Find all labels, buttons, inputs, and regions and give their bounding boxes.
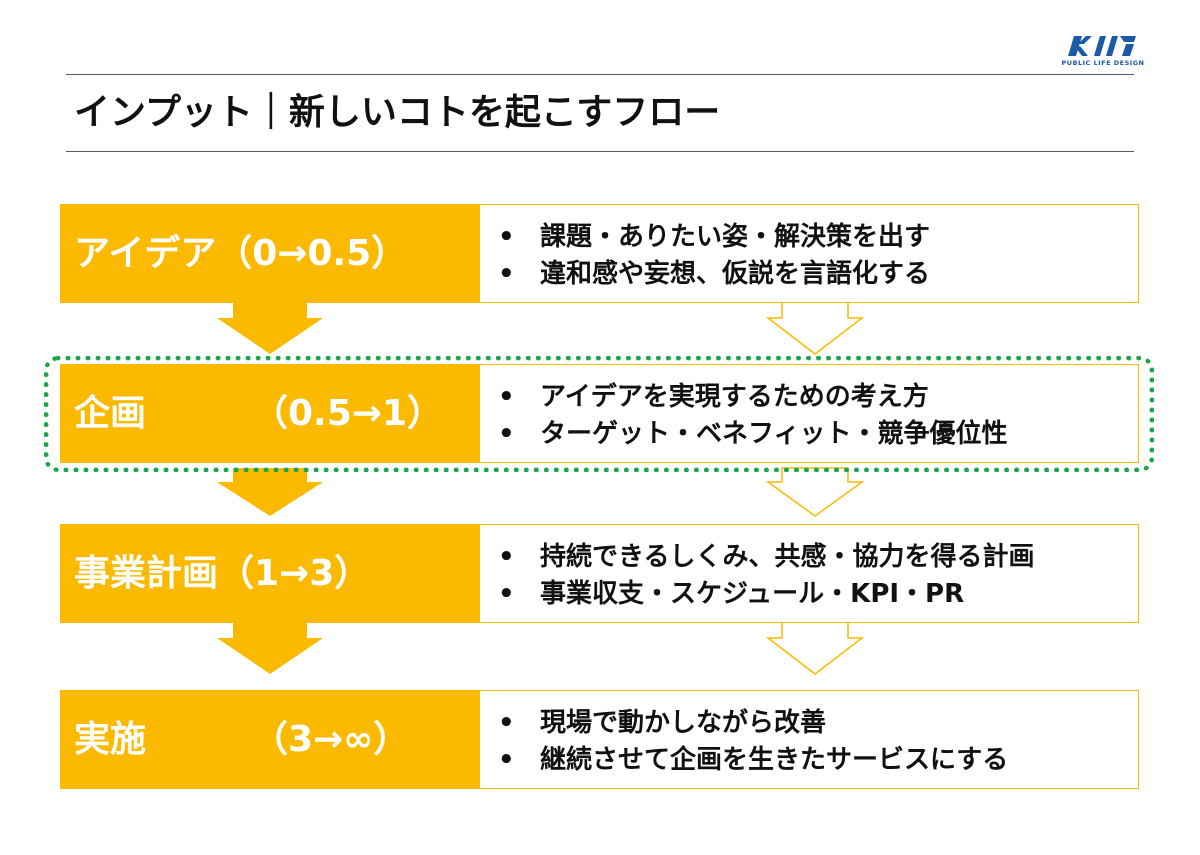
list-item-text: 現場で動かしながら改善 (540, 708, 827, 738)
list-item: • 現場で動かしながら改善 (498, 705, 1008, 742)
stage-label: アイデア（0→0.5） (74, 233, 408, 274)
outline-down-arrow-icon (765, 467, 865, 517)
stage-name: 実施 (74, 719, 147, 760)
bullet-dot: • (498, 259, 515, 289)
highlight-frame (44, 356, 1154, 472)
logo: PUBLIC LIFE DESIGN (1058, 34, 1148, 70)
bullet-dot: • (498, 542, 515, 572)
stage-range: （3→∞） (252, 719, 410, 760)
list-item-text: 事業収支・スケジュール・KPI・PR (540, 579, 965, 609)
top-rule (66, 74, 1134, 75)
stage-idea: アイデア（0→0.5） • 課題・ありたい姿・解決策を出す • 違和感や妄想、仮説を… (60, 204, 1140, 303)
bullet-list: • 課題・ありたい姿・解決策を出す • 違和感や妄想、仮説を言語化する (498, 219, 930, 293)
logo-mark-icon (1068, 36, 1136, 56)
stage-label-box: アイデア（0→0.5） (60, 204, 480, 303)
solid-down-arrow-icon (217, 302, 323, 354)
bullet-dot: • (498, 745, 515, 775)
list-item-text: アイデアを実現するための考え方 (540, 382, 929, 412)
list-item-text: 継続させて企画を生きたサービスにする (540, 745, 1009, 775)
stage-implementation: 実施 （3→∞） • 現場で動かしながら改善 • 継続させて企画を生きたサービスにす… (60, 690, 1140, 789)
stage-label: 事業計画（1→3） (74, 553, 371, 594)
bullet-list: • アイデアを実現するための考え方 • ターゲット・ベネフィット・競争優位性 (498, 379, 1007, 453)
stage-label-box: 企画 （0.5→1） (60, 364, 480, 463)
solid-down-arrow-icon (217, 622, 323, 674)
stage-planning: 企画 （0.5→1） • アイデアを実現するための考え方 • ターゲット・ベネフィッ… (60, 364, 1140, 463)
bullet-dot: • (498, 382, 515, 412)
outline-down-arrow-icon (765, 621, 865, 675)
bullet-dot: • (498, 419, 515, 449)
outline-down-arrow-icon (765, 301, 865, 355)
list-item: • 違和感や妄想、仮説を言語化する (498, 256, 930, 293)
list-item: • ターゲット・ベネフィット・競争優位性 (498, 416, 1007, 453)
list-item-text: ターゲット・ベネフィット・競争優位性 (540, 419, 1008, 449)
list-item: • 課題・ありたい姿・解決策を出す (498, 219, 930, 256)
bullet-list: • 持続できるしくみ、共感・協力を得る計画 • 事業収支・スケジュール・KPI・PR (498, 539, 1035, 613)
page-title: インプット｜新しいコトを起こすフロー (74, 92, 721, 133)
stage-range: （0.5→1） (252, 393, 443, 434)
stage-name: 企画 (74, 393, 147, 434)
list-item-text: 持続できるしくみ、共感・協力を得る計画 (540, 542, 1035, 572)
bullet-dot: • (498, 708, 515, 738)
solid-down-arrow-icon (217, 468, 323, 516)
list-item: • 持続できるしくみ、共感・協力を得る計画 (498, 539, 1035, 576)
stage-detail-box: • アイデアを実現するための考え方 • ターゲット・ベネフィット・競争優位性 (480, 364, 1139, 463)
stage-label-box: 事業計画（1→3） (60, 524, 480, 623)
list-item: • アイデアを実現するための考え方 (498, 379, 1007, 416)
stage-detail-box: • 持続できるしくみ、共感・協力を得る計画 • 事業収支・スケジュール・KPI・PR (480, 524, 1139, 623)
logo-subtitle: PUBLIC LIFE DESIGN (1061, 59, 1145, 67)
stage-detail-box: • 課題・ありたい姿・解決策を出す • 違和感や妄想、仮説を言語化する (480, 204, 1139, 303)
bullet-dot: • (498, 579, 515, 609)
list-item-text: 違和感や妄想、仮説を言語化する (540, 259, 931, 289)
stage-label-box: 実施 （3→∞） (60, 690, 480, 789)
list-item: • 継続させて企画を生きたサービスにする (498, 742, 1008, 779)
list-item-text: 課題・ありたい姿・解決策を出す (540, 222, 931, 252)
bottom-rule (66, 151, 1134, 152)
list-item: • 事業収支・スケジュール・KPI・PR (498, 576, 1035, 613)
bullet-list: • 現場で動かしながら改善 • 継続させて企画を生きたサービスにする (498, 705, 1008, 779)
stage-business-plan: 事業計画（1→3） • 持続できるしくみ、共感・協力を得る計画 • 事業収支・スケジ… (60, 524, 1140, 623)
bullet-dot: • (498, 222, 515, 252)
stage-detail-box: • 現場で動かしながら改善 • 継続させて企画を生きたサービスにする (480, 690, 1139, 789)
